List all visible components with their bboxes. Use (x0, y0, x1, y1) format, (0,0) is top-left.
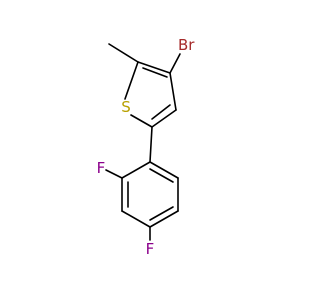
molecule-canvas: Br S F F (97, 36, 196, 258)
bond-b6-b1 (149, 161, 179, 179)
atom-label-bromine: Br (178, 36, 195, 54)
bond-c4-c5-double (151, 104, 171, 120)
molecule-structure: Br S F F (97, 36, 196, 258)
bond-b3-b4 (121, 210, 151, 228)
bond-c3-br (169, 53, 181, 74)
bond-c5-s (130, 114, 153, 128)
atom-label-fluorine-ortho: F (97, 159, 106, 177)
substituent-bonds (108, 43, 181, 163)
benzene-ring (121, 161, 179, 228)
bond-b1-b2 (121, 161, 151, 179)
bond-c4-c5 (151, 109, 177, 128)
bond-c2-methyl (108, 43, 139, 63)
bond-s-c2 (124, 61, 139, 100)
bond-c5-aryl (149, 126, 153, 163)
bond-b6-b1-double (149, 168, 174, 183)
bond-b4-b5-double (149, 206, 174, 221)
thiophene-ring (124, 61, 177, 128)
bond-c3-c4 (169, 72, 177, 111)
bond-c2-c3-double (142, 67, 168, 78)
atom-label-fluorine-para: F (146, 240, 155, 258)
bond-b2-f (105, 169, 123, 179)
bond-c2-c3 (137, 61, 171, 74)
fluorine-bonds (105, 169, 151, 241)
bond-b4-b5 (149, 210, 179, 228)
atom-label-sulfur: S (121, 98, 131, 116)
